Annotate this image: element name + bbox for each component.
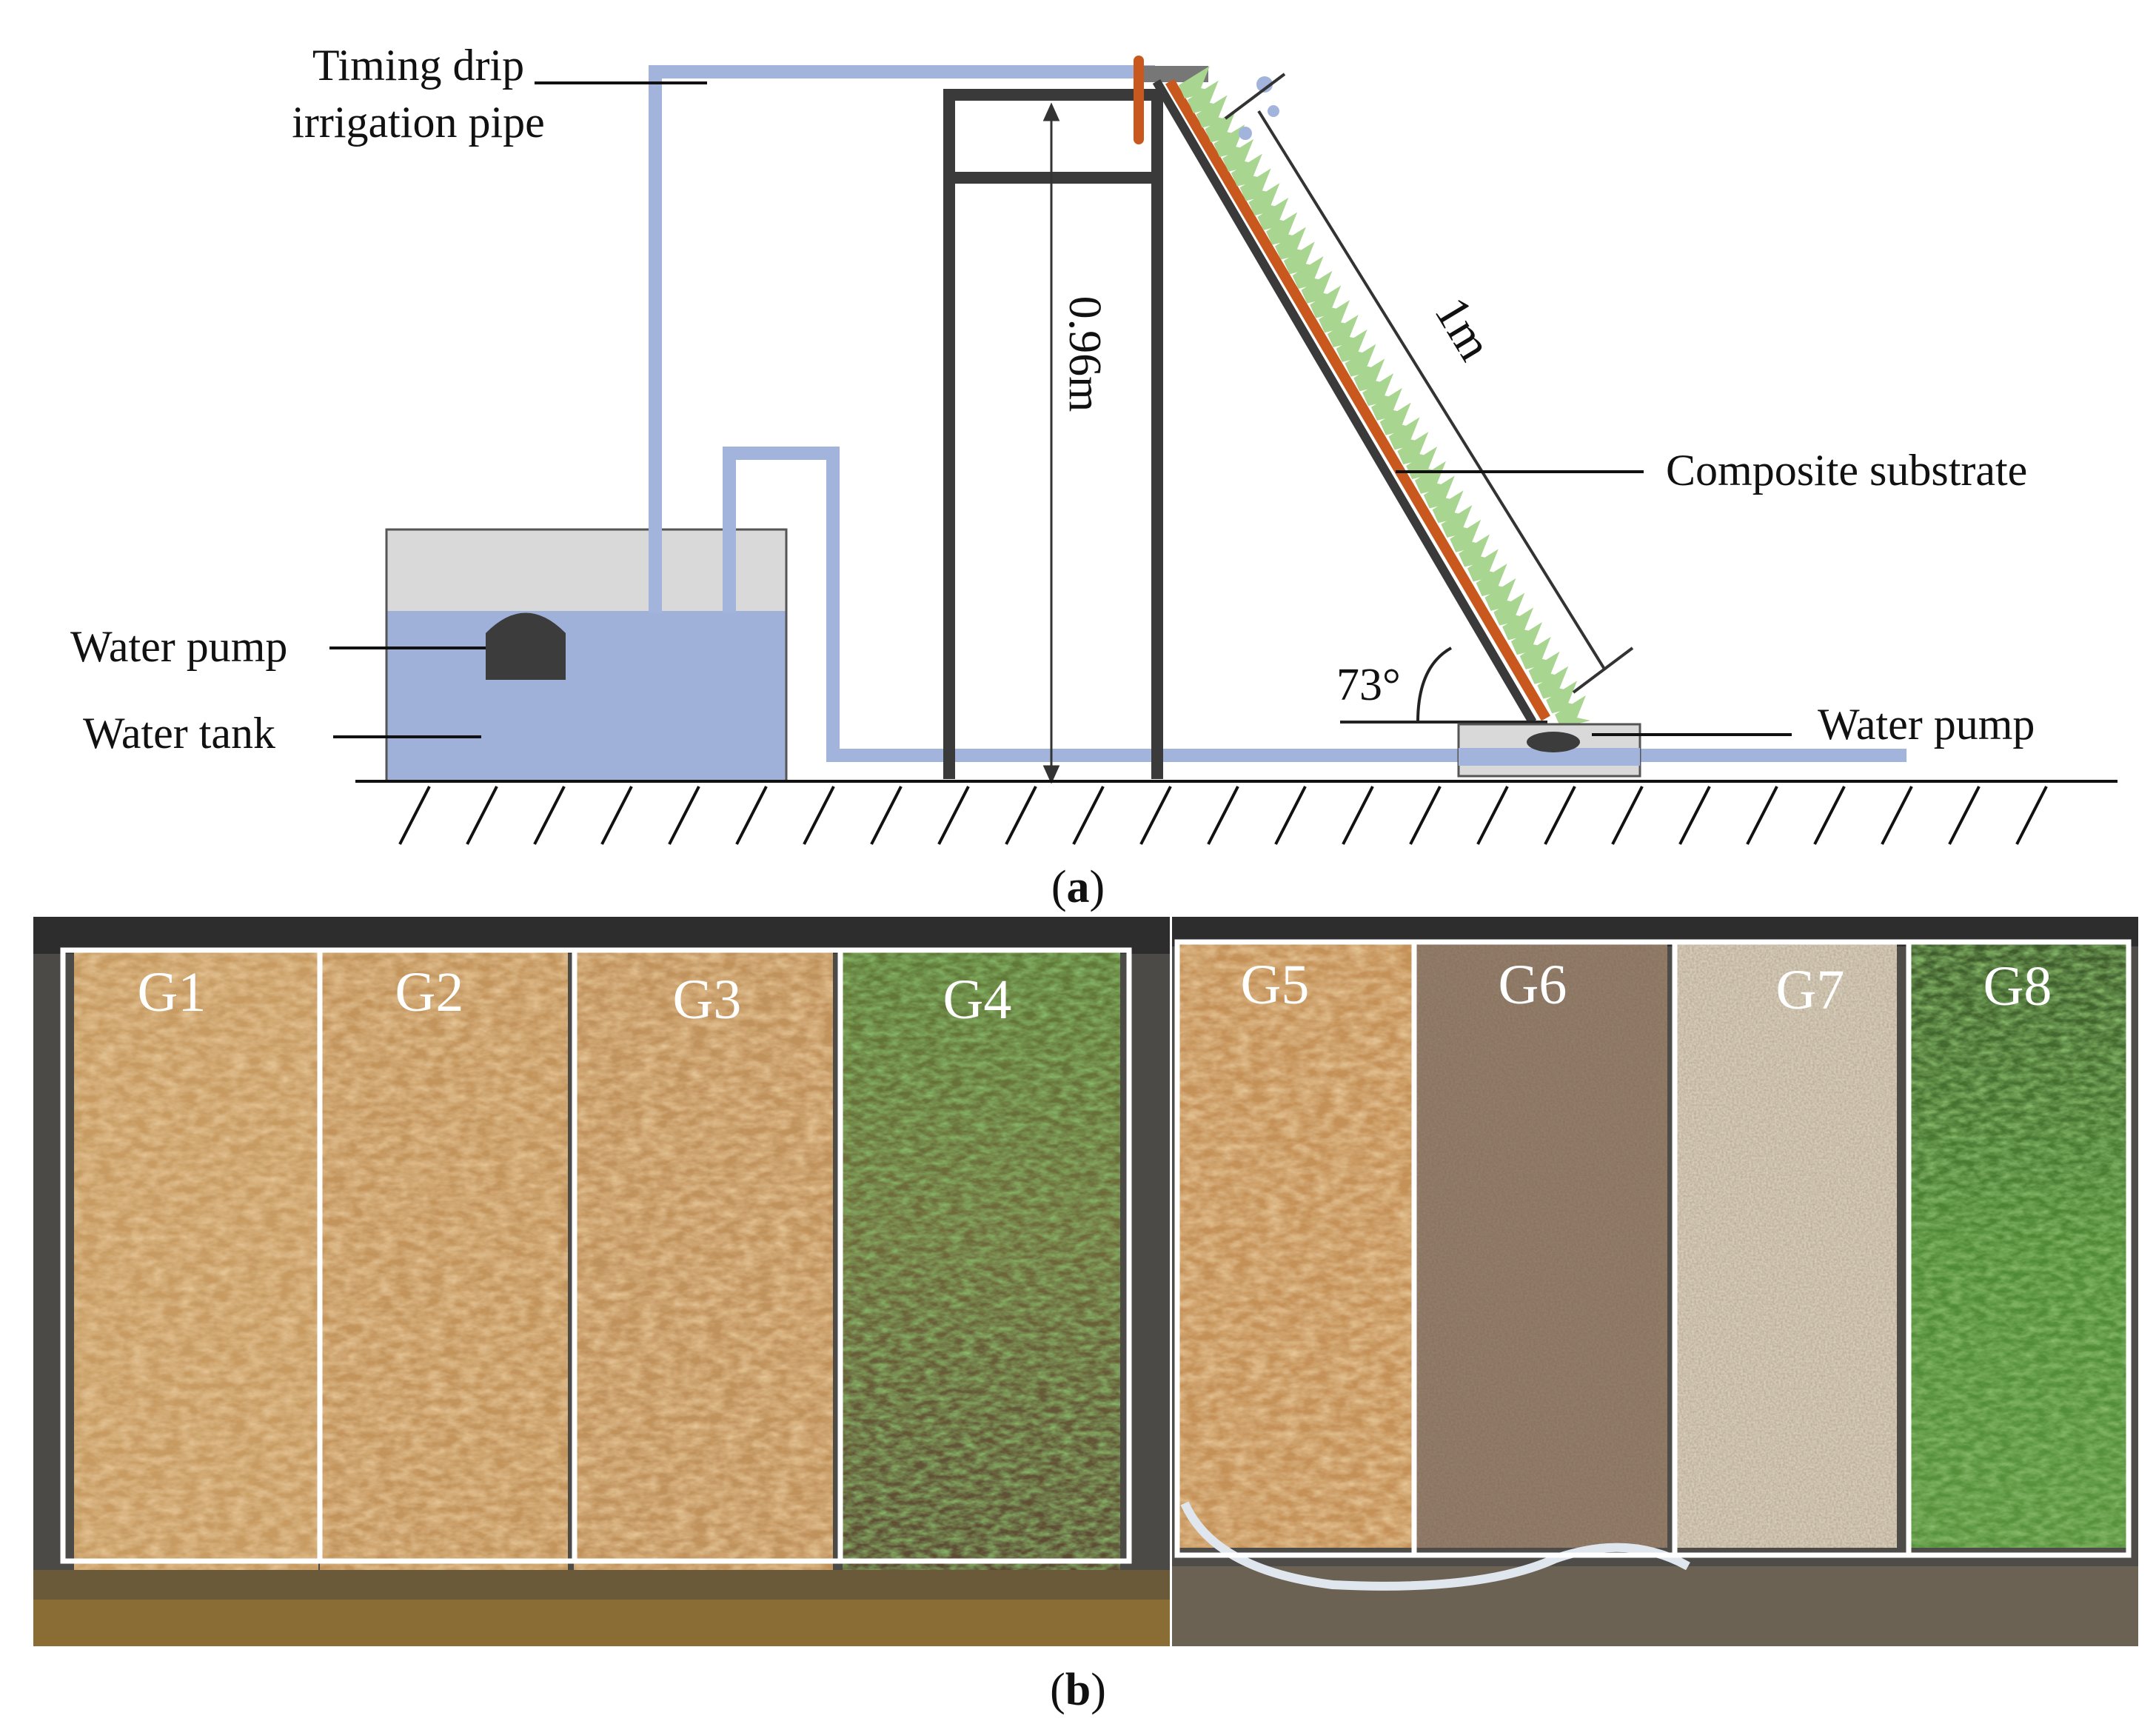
ground-hatch	[466, 786, 498, 845]
frame-left	[60, 947, 1132, 1564]
water-pump-left-icon	[486, 612, 566, 680]
water-pump-right-icon	[1527, 732, 1580, 752]
composite-substrate-label: Composite substrate	[1666, 446, 2027, 495]
collection-tray	[1457, 723, 1641, 778]
inclined-green-wall	[1152, 66, 1590, 728]
ground-hatch	[668, 786, 700, 845]
timing-pipe-label-line1: Timing drip	[312, 41, 524, 90]
ground-hatch	[803, 786, 835, 845]
ground-hatch	[1746, 786, 1778, 845]
caption-a-letter: a	[1067, 862, 1090, 912]
water-pump-right-label: Water pump	[1818, 700, 2035, 749]
ground-hatch	[735, 786, 768, 845]
angle-arc	[1416, 646, 1452, 723]
leader-lines	[329, 81, 1792, 738]
ground-hatch	[1005, 786, 1037, 845]
water-pump-left-label: Water pump	[70, 622, 287, 671]
ground-hatch	[1476, 786, 1509, 845]
group-label-g2: G2	[395, 961, 464, 1023]
plant-tuft	[1555, 695, 1590, 728]
caption-a: (a)	[1051, 862, 1105, 912]
ground-hatching	[355, 780, 2118, 845]
frame-right	[1174, 939, 2132, 1558]
group-label-g7: G7	[1776, 959, 1845, 1021]
caption-b: (b)	[1050, 1665, 1106, 1715]
ground-hatch	[1611, 786, 1644, 845]
timing-drip-irrigation-pipe	[649, 65, 1155, 613]
photo-right	[1172, 917, 2138, 1646]
ground-hatch	[1072, 786, 1105, 845]
timing-pipe-label-line2: irrigation pipe	[292, 98, 545, 147]
ground-hatch	[533, 786, 566, 845]
support-frame	[943, 89, 1163, 779]
length-dimension	[1224, 73, 1634, 694]
ground-hatch	[1409, 786, 1442, 845]
return-pipe	[723, 447, 1906, 762]
plant-layer	[1179, 66, 1590, 728]
ground-hatch	[1678, 786, 1711, 845]
water-tank-label: Water tank	[83, 709, 275, 758]
group-label-g4: G4	[943, 969, 1012, 1031]
panel-b-photo: G1 G2 G3 G4 G5 G6 G7 G8 (b)	[33, 917, 2138, 1715]
angle-label: 73°	[1336, 660, 1401, 710]
ground-hatch	[1948, 786, 1981, 845]
water-droplet-icon	[1239, 76, 1279, 140]
ground-hatch	[1544, 786, 1576, 845]
ground-hatch	[398, 786, 431, 845]
ground-hatch	[1813, 786, 1846, 845]
group-label-g8: G8	[1983, 955, 2052, 1018]
group-label-g1: G1	[138, 961, 207, 1023]
ground-hatch	[1207, 786, 1239, 845]
panel-a-schematic: 0.96m 1m 73°	[70, 41, 2118, 912]
ground-hatch	[870, 786, 903, 845]
height-dimension	[1042, 102, 1060, 784]
group-label-g6: G6	[1499, 954, 1567, 1016]
water-tank	[385, 528, 788, 783]
photo-left	[33, 917, 1170, 1646]
height-label: 0.96m	[1059, 296, 1110, 412]
ground-hatch	[1139, 786, 1172, 845]
ground-hatch	[1274, 786, 1307, 845]
ground-hatch	[2015, 786, 2048, 845]
ground-hatch	[1881, 786, 1913, 845]
ground-hatch	[600, 786, 633, 845]
caption-b-letter: b	[1065, 1665, 1091, 1715]
group-label-g3: G3	[673, 969, 742, 1031]
ground-hatch	[1342, 786, 1374, 845]
length-label: 1m	[1424, 288, 1502, 370]
ground-hatch	[937, 786, 970, 845]
group-label-g5: G5	[1241, 954, 1310, 1016]
